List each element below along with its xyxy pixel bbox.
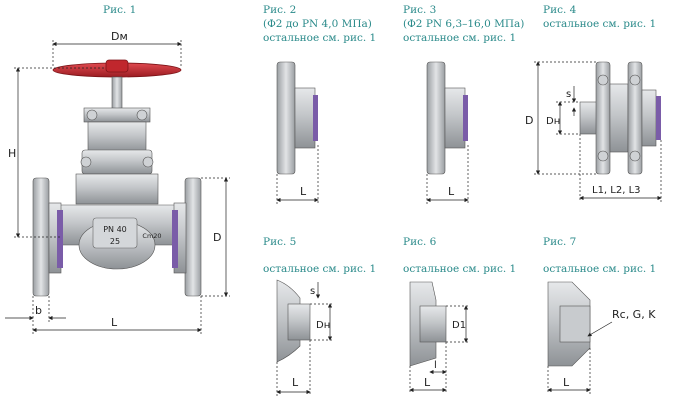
figure-3-line-2: остальное см. рис. 1 [403,32,516,44]
figure-6-line-1: остальное см. рис. 1 [403,263,516,275]
left-flange [32,177,63,297]
figure-2-line-1: (Ф2 до PN 4,0 МПа) [263,18,372,30]
dim-d: D [213,231,221,244]
handwheel [52,59,182,78]
dim-l: L [111,316,118,329]
valve-body: PN 40 25 Cm20 [59,173,176,270]
figure-7-title: Рис. 7 [543,236,576,248]
fig4-dim-s: s [566,89,571,100]
figure-7: Рис. 7 остальное см. рис. 1 L Rc, G, K [543,236,656,394]
dim-h: H [8,147,16,160]
dn-marking: 25 [110,237,120,246]
figure-7-line-1: остальное см. рис. 1 [543,263,656,275]
fig6-dim-d1: D1 [452,320,466,331]
figure-4: Рис. 4 остальное см. рис. 1 D Dн s L1, L… [525,4,662,202]
dim-dm: Dм [111,30,128,43]
figure-1-title: Рис. 1 [103,4,136,16]
figure-1: Рис. 1 PN 40 25 Cm20 [5,4,230,334]
figure-3-title: Рис. 3 [403,4,436,16]
figure-4-title: Рис. 4 [543,4,577,16]
figure-5-line-1: остальное см. рис. 1 [263,263,376,275]
figure-4-line-1: остальное см. рис. 1 [543,18,656,30]
figure-2-line-2: остальное см. рис. 1 [263,32,376,44]
fig6-dim-l-lower: l [434,360,437,371]
figure-5: Рис. 5 остальное см. рис. 1 L Dн s [263,236,376,396]
fig5-dim-l: L [292,376,299,389]
figure-2-title: Рис. 2 [263,4,296,16]
figure-6-title: Рис. 6 [403,236,437,248]
fig4-dim-dn: Dн [546,116,560,127]
dim-b: b [35,304,42,317]
figure-6: Рис. 6 остальное см. рис. 1 L l D1 [403,236,516,394]
material-marking: Cm20 [142,232,161,240]
fig7-thread-label: Rc, G, K [612,308,656,321]
fig1-dimension-lines [5,40,230,334]
fig6-dim-l-upper: L [424,376,431,389]
fig3-dim-l: L [448,185,455,198]
figure-5-title: Рис. 5 [263,236,296,248]
figure-3: Рис. 3 (Ф2 PN 6,3–16,0 МПа) остальное см… [403,4,524,204]
figure-2: Рис. 2 (Ф2 до PN 4,0 МПа) остальное см. … [263,4,376,204]
pn-marking: PN 40 [103,225,127,234]
right-flange [172,177,202,297]
fig2-dim-l: L [300,185,307,198]
fig4-dim-l123: L1, L2, L3 [592,185,641,196]
stem-and-yoke [80,76,154,175]
fig5-dim-s: s [310,286,315,297]
fig4-dim-d: D [525,114,533,127]
fig7-dim-l: L [563,376,570,389]
figure-3-line-1: (Ф2 PN 6,3–16,0 МПа) [403,18,524,30]
fig5-dim-dn: Dн [316,320,330,331]
